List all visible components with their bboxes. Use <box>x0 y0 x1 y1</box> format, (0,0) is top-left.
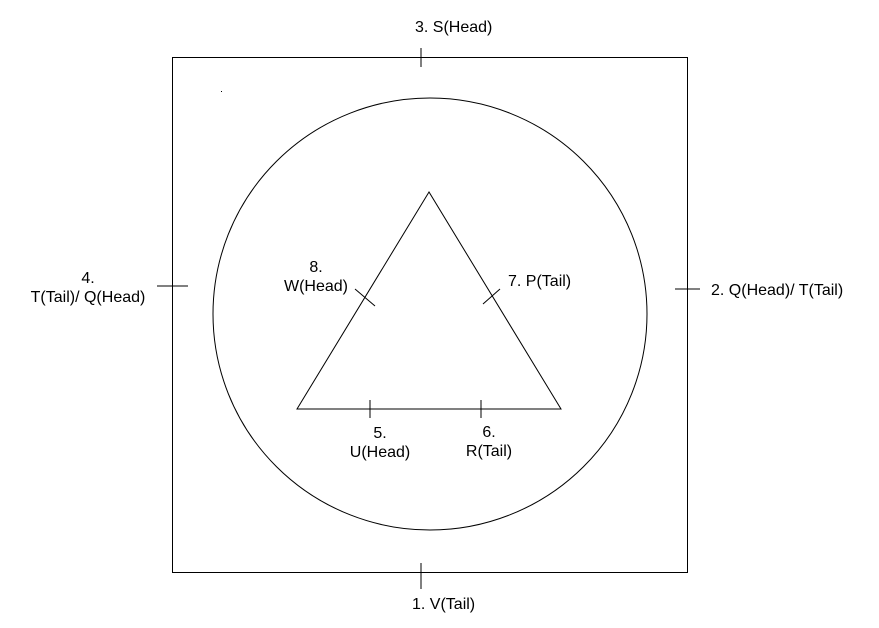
label-tri-base-left-text: U(Head) <box>349 444 411 461</box>
label-left: 4. T(Tail)/ Q(Head) <box>16 269 160 307</box>
label-tri-base-right-number: 6. <box>482 424 496 441</box>
label-tri-left: 8. W(Head) <box>280 258 352 296</box>
label-right: 2. Q(Head)/ T(Tail) <box>711 282 844 299</box>
label-bottom: 1. V(Tail) <box>412 596 476 613</box>
label-tri-base-right-text: R(Tail) <box>465 443 513 460</box>
label-top: 3. S(Head) <box>415 19 493 36</box>
inner-circle <box>212 97 648 531</box>
label-left-number: 4. <box>81 270 95 287</box>
stray-dot <box>221 91 222 92</box>
label-tri-base-right: 6. R(Tail) <box>452 423 526 461</box>
label-tri-left-text: W(Head) <box>283 278 348 295</box>
tick-tri-right <box>482 288 501 305</box>
outer-square <box>172 57 688 573</box>
tick-tri-left <box>354 288 376 307</box>
label-tri-left-number: 8. <box>309 259 323 276</box>
inner-triangle <box>296 191 562 410</box>
label-tri-base-left-number: 5. <box>373 425 387 442</box>
label-tri-base-left: 5. U(Head) <box>340 424 420 462</box>
label-left-text: T(Tail)/ Q(Head) <box>30 289 146 306</box>
label-tri-right: 7. P(Tail) <box>508 273 572 290</box>
